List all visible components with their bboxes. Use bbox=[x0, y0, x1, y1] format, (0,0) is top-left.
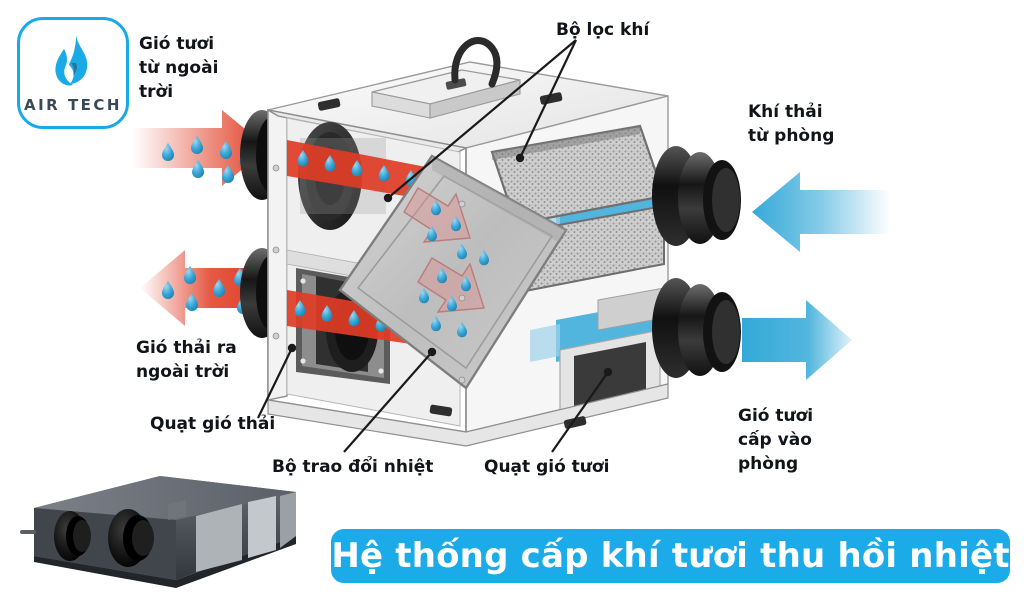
banner-title: Hệ thống cấp khí tươi thu hồi nhiệt bbox=[331, 536, 1010, 576]
duct-collar-right-top bbox=[652, 146, 741, 246]
casing-screws bbox=[272, 164, 466, 384]
label-exhaust-air-room: Khí thải từ phòng bbox=[748, 102, 835, 147]
label-air-filter: Bộ lọc khí bbox=[556, 20, 650, 40]
label-fresh-air-outdoor: Gió tươi từ ngoài trời bbox=[139, 34, 219, 103]
leader-lines bbox=[257, 39, 609, 453]
arrow-exhaust-air-outlet bbox=[140, 250, 268, 326]
label-exhaust-air-outdoor: Gió thải ra ngoài trời bbox=[136, 338, 237, 383]
photo-port-right bbox=[108, 509, 154, 567]
heat-exchanger-core bbox=[338, 154, 568, 390]
casing-left-frame bbox=[267, 109, 469, 401]
label-fresh-air-to-room: Gió tươi cấp vào phòng bbox=[738, 406, 814, 475]
photo-port-left bbox=[54, 511, 91, 561]
casing-bottom bbox=[267, 383, 669, 447]
duct-collar-right-bottom bbox=[652, 278, 741, 378]
hrv-unit-photo bbox=[20, 476, 296, 588]
control-box bbox=[371, 69, 521, 119]
label-fresh-air-fan: Quạt gió tươi bbox=[484, 457, 610, 477]
flame-drop-icon bbox=[55, 35, 88, 86]
brand-name: AIR TECH bbox=[23, 96, 122, 114]
arrow-return-air-inlet bbox=[752, 172, 890, 252]
arrow-supply-air-outlet bbox=[742, 300, 852, 380]
casing-latches bbox=[317, 92, 587, 429]
brand-logo: AIR TECH bbox=[17, 17, 129, 129]
core-arrow-lower bbox=[417, 257, 485, 313]
conduit-cable bbox=[451, 37, 501, 88]
title-banner: Hệ thống cấp khí tươi thu hồi nhiệt bbox=[331, 529, 1010, 583]
label-heat-exchanger: Bộ trao đổi nhiệt bbox=[272, 457, 434, 477]
label-exhaust-fan: Quạt gió thải bbox=[150, 414, 276, 434]
leader-dots bbox=[287, 153, 613, 377]
